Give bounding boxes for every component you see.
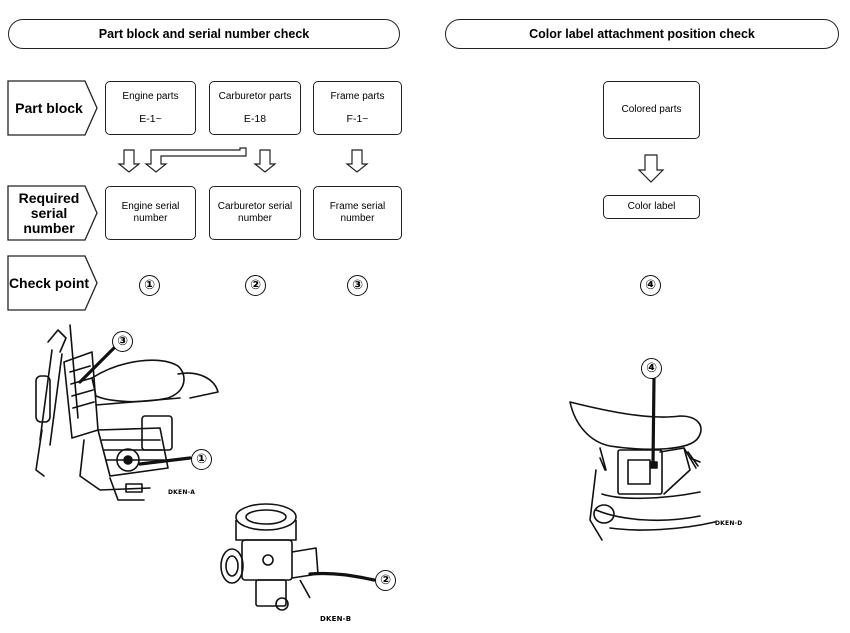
- frame-serial-number-box: Frame serial number: [313, 186, 402, 240]
- frame-parts-code: F-1~: [346, 113, 369, 125]
- frame-parts-name: Frame parts: [330, 91, 385, 102]
- part-block-serial-check-header: Part block and serial number check: [8, 19, 400, 49]
- color-label-text: Color label: [627, 201, 676, 212]
- engine-serial-number-box: Engine serial number: [105, 186, 196, 240]
- illustration-marker-1: ①: [191, 449, 212, 470]
- arrow-carburetor-down: [253, 149, 277, 173]
- required-serial-label-shape: [7, 185, 98, 241]
- illustration-marker-3: ③: [112, 331, 133, 352]
- carburetor-parts-name: Carburetor parts: [218, 91, 292, 102]
- colored-parts-text: Colored parts: [621, 104, 682, 115]
- carburetor-parts-code: E-18: [243, 113, 267, 125]
- colored-parts-box: Colored parts: [603, 81, 700, 139]
- color-label-box: Color label: [603, 195, 700, 219]
- illustration-marker-4: ④: [641, 358, 662, 379]
- check-point-3: ③: [347, 275, 368, 296]
- figure-caption-a: DKEN-A: [168, 489, 196, 496]
- engine-parts-code: E-1~: [139, 113, 162, 125]
- color-label-position-check-header: Color label attachment position check: [445, 19, 839, 49]
- engine-parts-box: Engine parts E-1~: [105, 81, 196, 135]
- engine-parts-name: Engine parts: [122, 91, 179, 102]
- engine-serial-number-text: Engine serial number: [121, 201, 180, 224]
- arrow-colored-down: [637, 154, 665, 183]
- frame-serial-number-text: Frame serial number: [329, 201, 386, 224]
- arrow-carburetor-to-engine: [144, 147, 247, 173]
- carburetor-serial-number-box: Carburetor serial number: [209, 186, 301, 240]
- arrow-engine-down: [117, 149, 141, 173]
- check-point-label-shape: [7, 255, 98, 311]
- carburetor-serial-number-text: Carburetor serial number: [217, 201, 293, 224]
- figure-caption-d: DKEN-D: [715, 520, 743, 527]
- carburetor-parts-box: Carburetor parts E-18: [209, 81, 301, 135]
- check-point-4: ④: [640, 275, 661, 296]
- arrow-frame-down: [345, 149, 369, 173]
- part-block-label: Part block: [15, 99, 83, 116]
- check-point-2: ②: [245, 275, 266, 296]
- check-point-label: Check point: [8, 274, 90, 291]
- frame-parts-box: Frame parts F-1~: [313, 81, 402, 135]
- part-block-label-shape: [7, 80, 98, 136]
- check-point-1: ①: [139, 275, 160, 296]
- required-serial-number-label: Required serial number: [18, 189, 80, 236]
- illustration-marker-2: ②: [375, 570, 396, 591]
- figure-caption-b: DKEN-B: [320, 615, 352, 623]
